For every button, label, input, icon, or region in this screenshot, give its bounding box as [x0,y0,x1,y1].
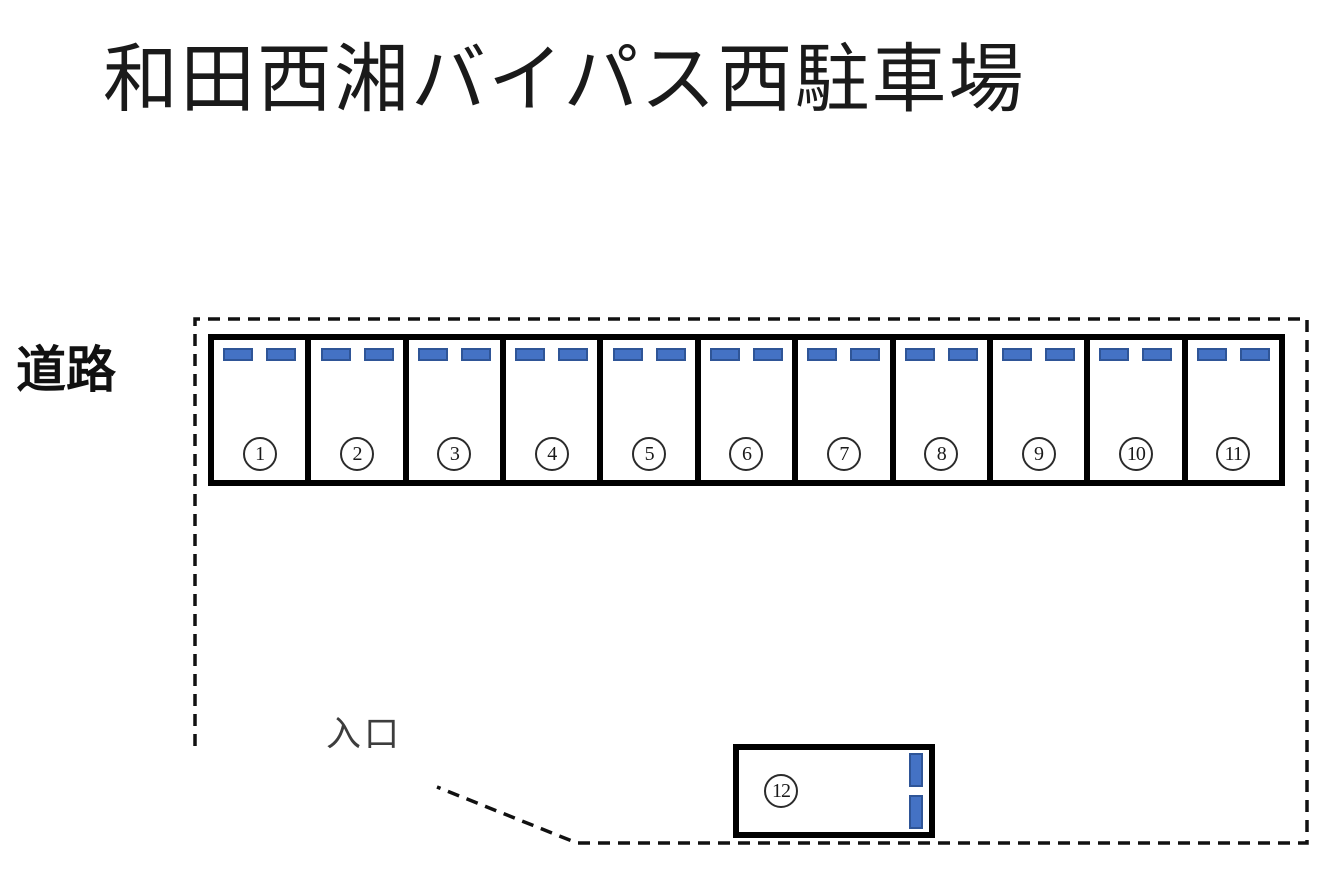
stall-number: 12 [764,774,798,808]
wheel-stop-icon [1002,348,1033,361]
parking-stall: 1 [214,340,312,480]
wheel-stop-group [1090,340,1181,361]
wheel-stop-icon [223,348,254,361]
road-label: 道路 [16,342,116,398]
wheel-stop-group [896,340,987,361]
parking-row: 1 2 3 4 [208,334,1285,486]
parking-stall: 11 [1188,340,1279,480]
stall-number: 2 [340,437,375,471]
parking-stall: 7 [798,340,896,480]
wheel-stop-icon [850,348,881,361]
wheel-stop-icon [1142,348,1173,361]
wheel-stop-icon [363,348,394,361]
wheel-stop-group [798,340,889,361]
parking-stall: 6 [701,340,799,480]
wheel-stop-group [603,340,694,361]
wheel-stop-group [1188,340,1279,361]
stall-number: 10 [1118,437,1153,471]
stall-number: 7 [826,437,861,471]
wheel-stop-group [409,340,500,361]
parking-stall-12: 12 [733,744,935,838]
wheel-stop-icon [417,348,448,361]
parking-stall: 10 [1090,340,1188,480]
stall-number: 1 [242,437,277,471]
wheel-stop-group [909,753,923,829]
wheel-stop-icon [752,348,783,361]
page-title: 和田西湘バイパス西駐車場 [103,37,1026,121]
parking-stall: 2 [311,340,409,480]
stall-number: 8 [924,437,959,471]
wheel-stop-icon [909,795,923,829]
wheel-stop-icon [807,348,838,361]
wheel-stop-group [506,340,597,361]
parking-stall: 9 [993,340,1091,480]
parking-stall: 5 [603,340,701,480]
wheel-stop-icon [1045,348,1076,361]
wheel-stop-icon [266,348,297,361]
stall-number: 3 [437,437,472,471]
wheel-stop-icon [1099,348,1130,361]
wheel-stop-icon [709,348,740,361]
wheel-stop-icon [515,348,546,361]
stall-number: 6 [729,437,764,471]
wheel-stop-group [993,340,1084,361]
entrance-label: 入口 [326,715,403,754]
wheel-stop-group [214,340,305,361]
wheel-stop-icon [947,348,978,361]
wheel-stop-icon [558,348,589,361]
wheel-stop-icon [460,348,491,361]
wheel-stop-icon [612,348,643,361]
parking-stall: 8 [896,340,993,480]
wheel-stop-icon [1239,348,1270,361]
stall-number: 4 [534,437,569,471]
wheel-stop-group [701,340,792,361]
wheel-stop-icon [655,348,686,361]
wheel-stop-icon [320,348,351,361]
wheel-stop-group [311,340,402,361]
wheel-stop-icon [1196,348,1227,361]
stall-number: 5 [632,437,667,471]
parking-stall: 4 [506,340,604,480]
wheel-stop-icon [909,753,923,787]
stall-number: 11 [1216,437,1251,471]
parking-stall: 3 [409,340,507,480]
stall-number: 9 [1021,437,1056,471]
wheel-stop-icon [904,348,935,361]
